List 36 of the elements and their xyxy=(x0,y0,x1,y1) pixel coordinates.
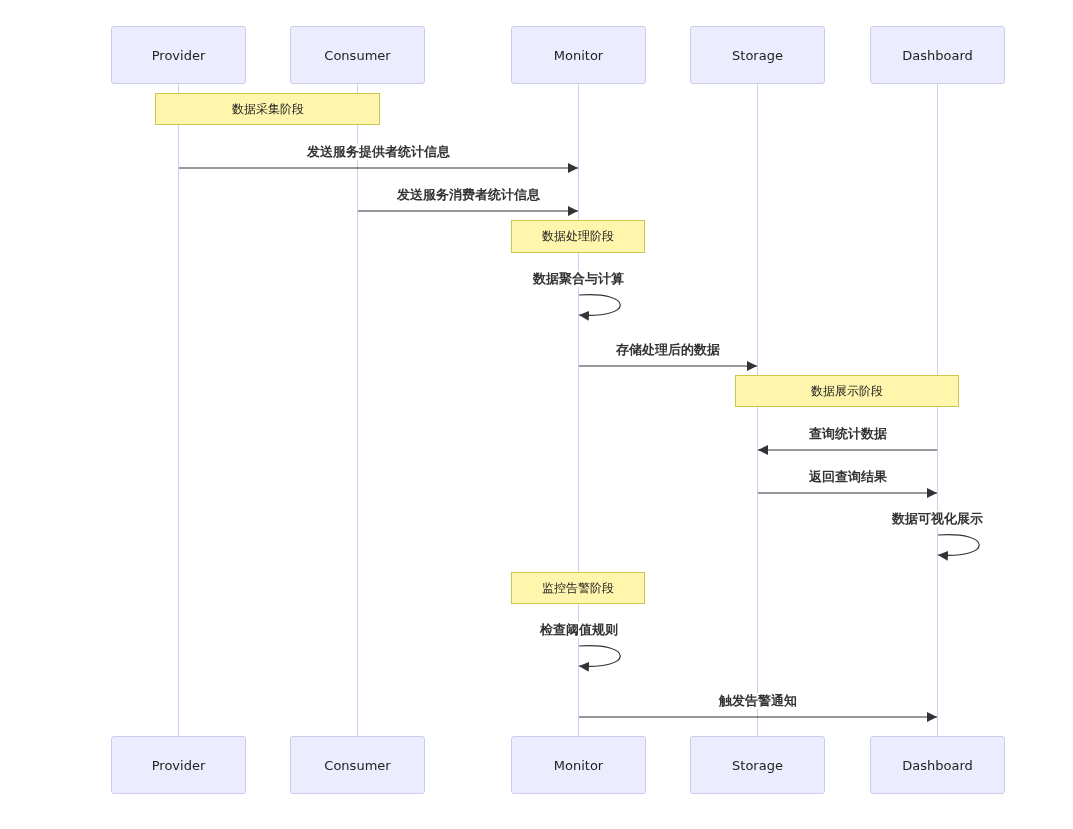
message-arrow xyxy=(757,445,938,455)
note-box: 数据采集阶段 xyxy=(155,93,380,125)
lifeline xyxy=(757,84,758,736)
note-box: 数据展示阶段 xyxy=(735,375,959,407)
lifeline xyxy=(937,84,938,736)
message-label: 查询统计数据 xyxy=(806,426,889,442)
message-label: 存储处理后的数据 xyxy=(614,342,722,358)
participant-box: Storage xyxy=(690,26,825,84)
message-label: 触发告警通知 xyxy=(717,693,799,709)
message-arrow xyxy=(757,488,938,498)
message-label: 数据可视化展示 xyxy=(890,511,985,527)
note-box: 监控告警阶段 xyxy=(511,572,645,604)
message-arrow xyxy=(578,294,621,321)
participant-box: Dashboard xyxy=(870,26,1005,84)
lifeline xyxy=(178,84,179,736)
participant-box: Provider xyxy=(111,736,246,794)
participant-box: Storage xyxy=(690,736,825,794)
message-label: 发送服务提供者统计信息 xyxy=(305,144,452,160)
message-arrow xyxy=(357,206,579,216)
message-label: 返回查询结果 xyxy=(806,469,889,485)
participant-box: Provider xyxy=(111,26,246,84)
participant-box: Consumer xyxy=(290,736,425,794)
message-label: 数据聚合与计算 xyxy=(531,271,626,287)
message-arrow xyxy=(578,712,938,722)
message-arrow xyxy=(578,361,758,371)
participant-box: Monitor xyxy=(511,736,646,794)
participant-box: Dashboard xyxy=(870,736,1005,794)
message-label: 检查阈值规则 xyxy=(537,622,620,638)
message-arrow xyxy=(578,645,621,672)
note-box: 数据处理阶段 xyxy=(511,220,645,253)
lifeline xyxy=(357,84,358,736)
message-arrow xyxy=(937,534,980,561)
message-label: 发送服务消费者统计信息 xyxy=(394,187,542,203)
message-arrow xyxy=(178,163,579,173)
participant-box: Monitor xyxy=(511,26,646,84)
participant-box: Consumer xyxy=(290,26,425,84)
